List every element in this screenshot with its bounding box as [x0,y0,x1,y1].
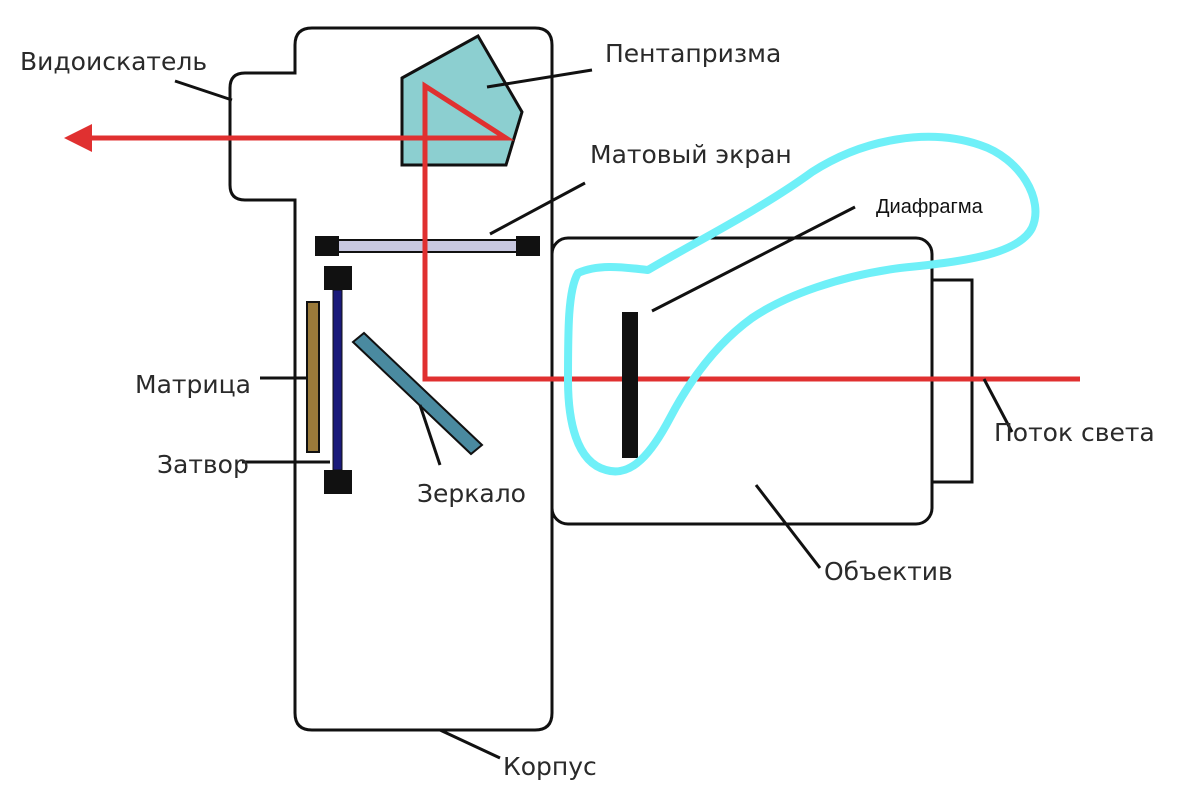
shutter-curtain [332,289,343,471]
focusing-screen-clip-left [315,236,339,256]
focusing-screen-clip-right [516,236,540,256]
aperture-diaphragm [622,312,638,458]
reflex-mirror [351,331,484,456]
label-shutter: Затвор [157,450,249,479]
shutter-bottom-block [324,470,352,494]
label-body: Корпус [503,752,597,781]
label-lens: Объектив [824,557,953,586]
label-aperture: Диафрагма [876,196,984,218]
label-light-flow: Поток света [994,418,1155,447]
focusing-screen [337,239,521,253]
label-focusing-screen: Матовый экран [590,140,792,169]
light-arrow-head [64,124,92,152]
light-path [90,81,1080,382]
aperture-highlight-outline [564,132,1040,476]
label-pentaprism: Пентапризма [605,39,781,68]
label-viewfinder: Видоискатель [20,47,207,76]
leader-lines [174,68,1014,760]
image-sensor [306,301,320,453]
shutter-top-block [324,266,352,290]
label-sensor: Матрица [135,370,251,399]
label-mirror: Зеркало [417,479,526,508]
pentaprism [400,33,524,167]
